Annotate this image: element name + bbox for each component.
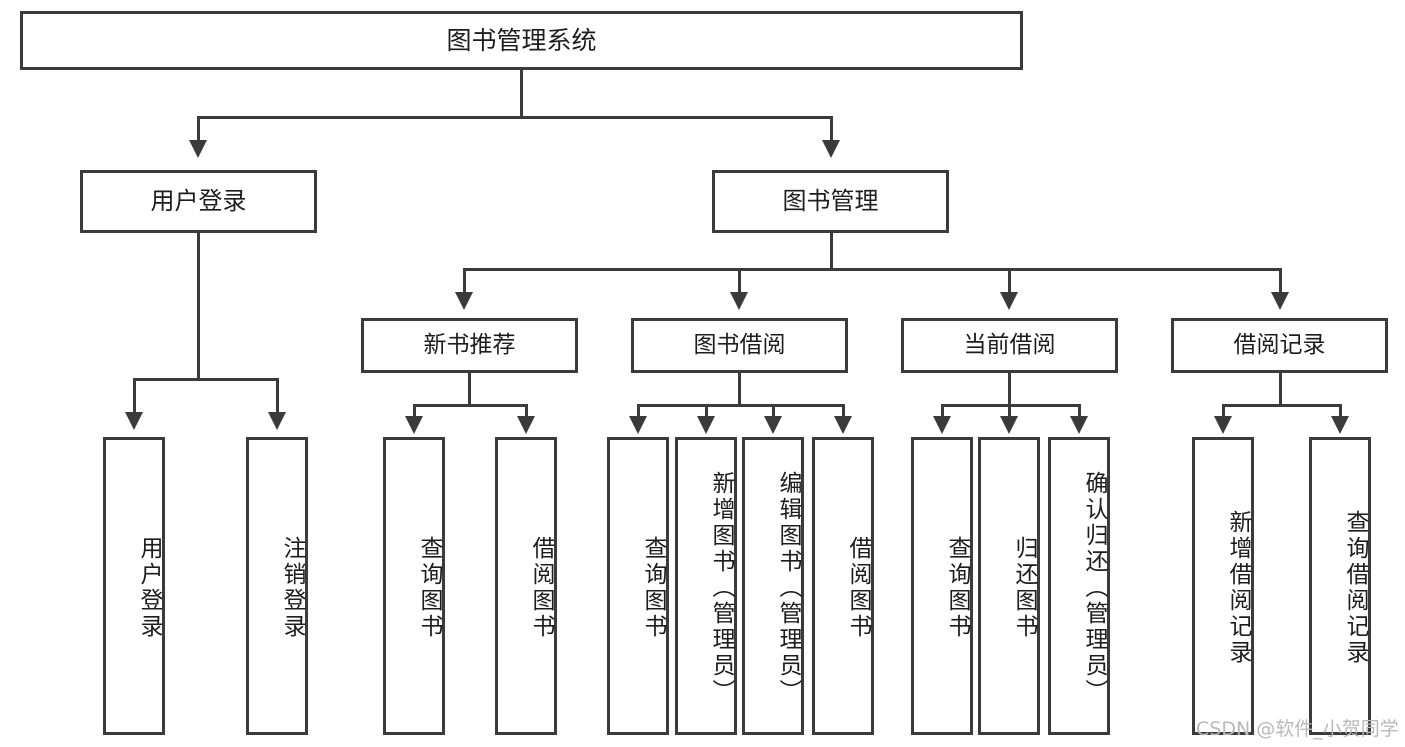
arrowhead-current-borrow — [1000, 292, 1018, 310]
connector-to-borrow-record — [1279, 268, 1282, 296]
leaf-edit-book-admin[interactable]: 编辑图书（管理员） — [742, 437, 804, 735]
connector-book-borrow-stem — [738, 373, 741, 407]
connector-bb-leaf-1 — [637, 404, 640, 420]
node-label: 图书管理系统 — [446, 25, 597, 55]
connector-root-stem — [520, 70, 523, 118]
arrowhead-cb-leaf-1 — [933, 416, 951, 434]
connector-to-book-borrow — [738, 268, 741, 296]
connector-book-management-stem — [830, 233, 833, 270]
arrowhead-bb-leaf-2 — [697, 416, 715, 434]
leaf-query-borrow-record[interactable]: 查询借阅记录 — [1309, 437, 1371, 735]
node-book-management[interactable]: 图书管理 — [712, 170, 949, 233]
arrowhead-br-leaf-2 — [1331, 416, 1349, 434]
connector-root-bus — [197, 116, 833, 119]
node-root-book-management-system[interactable]: 图书管理系统 — [20, 11, 1023, 70]
arrowhead-nbr-leaf-1 — [405, 416, 423, 434]
leaf-logout[interactable]: 注销登录 — [246, 437, 308, 735]
connector-br-leaf-1 — [1222, 404, 1225, 420]
node-label: 图书借阅 — [693, 331, 786, 358]
node-label: 图书管理 — [782, 187, 879, 216]
arrowhead-cb-leaf-3 — [1070, 416, 1088, 434]
connector-nbr-leaf-1 — [413, 404, 416, 420]
leaf-query-book-borrow[interactable]: 查询图书 — [607, 437, 669, 735]
connector-bb-leaf-2 — [705, 404, 708, 420]
node-label: 归还图书 — [1011, 536, 1037, 640]
leaf-user-login[interactable]: 用户登录 — [103, 437, 165, 735]
node-label: 查询图书 — [640, 536, 666, 640]
arrowhead-nbr-leaf-2 — [517, 416, 535, 434]
connector-to-leaf-user-login — [133, 378, 136, 416]
node-label: 查询图书 — [416, 536, 442, 640]
node-label: 查询借阅记录 — [1342, 510, 1368, 666]
node-current-borrow[interactable]: 当前借阅 — [901, 318, 1118, 373]
node-new-book-recommend[interactable]: 新书推荐 — [361, 318, 578, 373]
connector-user-login-stem — [197, 233, 200, 381]
leaf-query-book-current[interactable]: 查询图书 — [911, 437, 973, 735]
connector-bb-leaf-3 — [772, 404, 775, 420]
connector-br-leaf-2 — [1339, 404, 1342, 420]
connector-to-new-book-recommend — [463, 268, 466, 296]
arrowhead-cb-leaf-2 — [1000, 416, 1018, 434]
node-label: 新增借阅记录 — [1225, 510, 1251, 666]
arrowhead-leaf-logout — [268, 412, 286, 430]
connector-cb-leaf-2 — [1008, 404, 1011, 420]
connector-current-borrow-bus — [941, 404, 1081, 407]
connector-root-to-book-management — [830, 116, 833, 144]
arrowhead-bb-leaf-1 — [629, 416, 647, 434]
node-label: 新增图书（管理员） — [708, 471, 734, 705]
arrowhead-borrow-record — [1271, 292, 1289, 310]
arrowhead-book-borrow — [730, 292, 748, 310]
leaf-add-book-admin[interactable]: 新增图书（管理员） — [675, 437, 737, 735]
connector-to-leaf-logout — [276, 378, 279, 416]
connector-cb-leaf-3 — [1078, 404, 1081, 420]
connector-new-book-recommend-stem — [468, 373, 471, 407]
leaf-add-borrow-record[interactable]: 新增借阅记录 — [1192, 437, 1254, 735]
node-label: 用户登录 — [150, 187, 247, 216]
arrowhead-book-management — [822, 140, 840, 158]
arrowhead-user-login — [189, 140, 207, 158]
connector-user-login-bus — [133, 378, 279, 381]
connector-root-to-user-login — [197, 116, 200, 144]
leaf-confirm-return-admin[interactable]: 确认归还（管理员） — [1048, 437, 1110, 735]
leaf-borrow-book-recommend[interactable]: 借阅图书 — [495, 437, 557, 735]
leaf-return-book[interactable]: 归还图书 — [978, 437, 1040, 735]
connector-cb-leaf-1 — [941, 404, 944, 420]
leaf-query-book-recommend[interactable]: 查询图书 — [383, 437, 445, 735]
csdn-watermark: CSDN @软件_小贺同学 — [1196, 718, 1399, 740]
node-label: 新书推荐 — [423, 331, 516, 358]
leaf-borrow-book[interactable]: 借阅图书 — [812, 437, 874, 735]
connector-borrow-record-stem — [1279, 373, 1282, 407]
connector-current-borrow-stem — [1008, 373, 1011, 407]
connector-new-book-recommend-bus — [413, 404, 528, 407]
node-book-borrow[interactable]: 图书借阅 — [631, 318, 848, 373]
connector-nbr-leaf-2 — [525, 404, 528, 420]
arrowhead-br-leaf-1 — [1214, 416, 1232, 434]
connector-bb-leaf-4 — [842, 404, 845, 420]
node-label: 查询图书 — [944, 536, 970, 640]
node-label: 确认归还（管理员） — [1081, 471, 1107, 705]
node-label: 当前借阅 — [963, 331, 1056, 358]
node-label: 借阅图书 — [845, 536, 871, 640]
connector-book-borrow-bus — [637, 404, 845, 407]
node-label: 编辑图书（管理员） — [775, 471, 801, 705]
node-label: 借阅记录 — [1233, 331, 1326, 358]
arrowhead-bb-leaf-4 — [834, 416, 852, 434]
node-label: 用户登录 — [136, 536, 162, 640]
arrowhead-leaf-user-login — [125, 412, 143, 430]
node-label: 借阅图书 — [528, 536, 554, 640]
node-label: 注销登录 — [279, 536, 305, 640]
connector-borrow-record-bus — [1222, 404, 1342, 407]
node-borrow-record[interactable]: 借阅记录 — [1171, 318, 1388, 373]
arrowhead-new-book-recommend — [455, 292, 473, 310]
node-user-login[interactable]: 用户登录 — [80, 170, 317, 233]
connector-book-management-bus — [463, 268, 1282, 271]
arrowhead-bb-leaf-3 — [764, 416, 782, 434]
connector-to-current-borrow — [1008, 268, 1011, 296]
